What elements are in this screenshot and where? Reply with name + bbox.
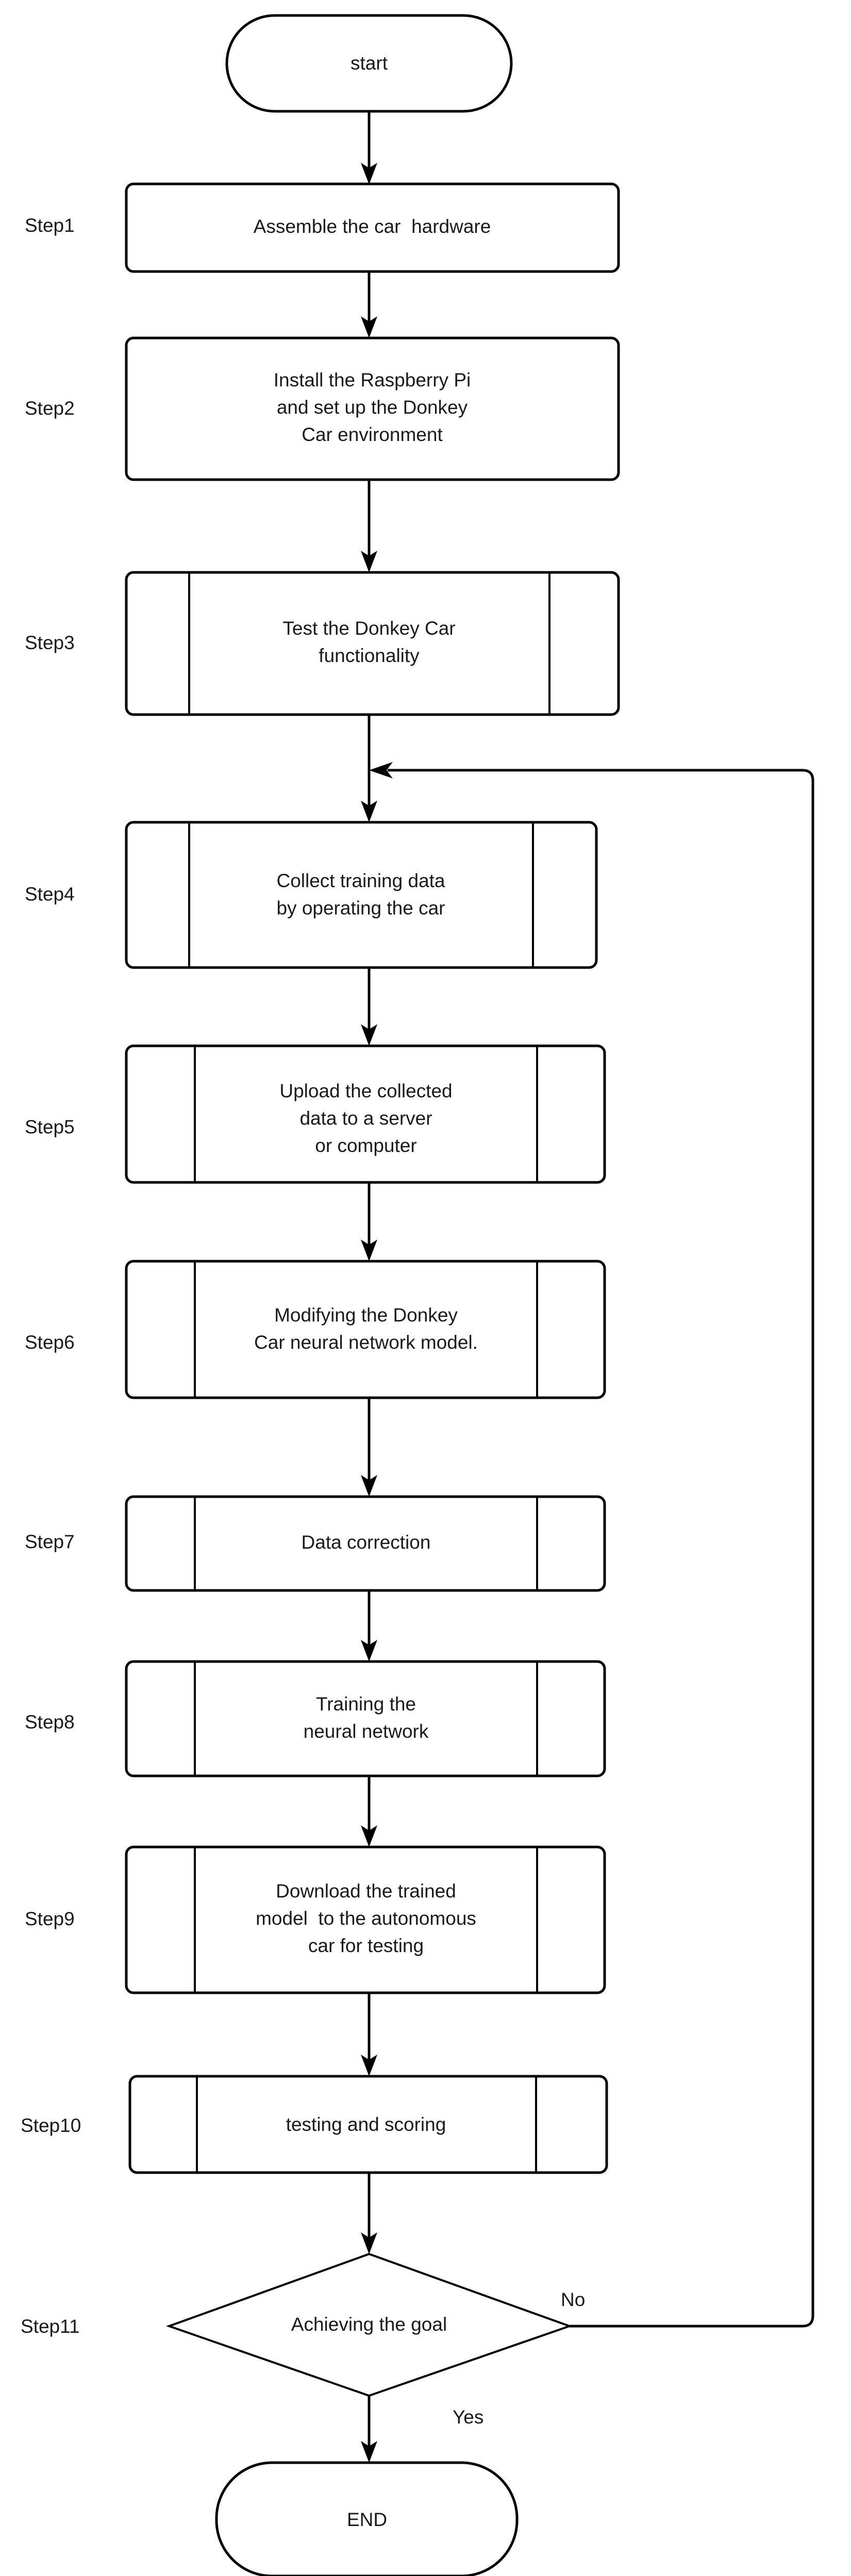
node-end[interactable]: END bbox=[215, 2461, 519, 2576]
node-step9[interactable]: Step9 Download the trained model to the … bbox=[25, 1845, 606, 1994]
node-step8[interactable]: Step8 Training the neural network bbox=[25, 1660, 606, 1777]
step-label-11: Step11 bbox=[21, 2316, 80, 2337]
connector-step8-to-step9 bbox=[361, 1776, 377, 1847]
node-step2-line-2: and set up the Donkey bbox=[277, 397, 468, 418]
node-step11[interactable]: Step11 Achieving the goal bbox=[21, 2252, 573, 2397]
node-step7-line-1: Data correction bbox=[302, 1532, 431, 1553]
node-step2[interactable]: Step2 Install the Raspberry Pi and set u… bbox=[25, 336, 620, 481]
step-label-8: Step8 bbox=[25, 1711, 75, 1733]
connector-step4-to-step5 bbox=[361, 968, 377, 1046]
node-step6-line-2: Car neural network model. bbox=[254, 1332, 478, 1353]
node-step4[interactable]: Step4 Collect training data by operating… bbox=[25, 821, 598, 969]
connector-step11-no-loopback bbox=[369, 762, 814, 2328]
node-step8-line-1: Training the bbox=[316, 1693, 416, 1715]
node-step4-line-1: Collect training data bbox=[276, 870, 445, 891]
node-step10-line-1: testing and scoring bbox=[286, 2114, 446, 2135]
node-step9-line-3: car for testing bbox=[308, 1935, 424, 1956]
node-step2-line-3: Car environment bbox=[302, 424, 443, 445]
connector-step11-yes-to-end bbox=[361, 2396, 377, 2463]
node-start[interactable]: start bbox=[225, 14, 513, 113]
node-step6[interactable]: Step6 Modifying the Donkey Car neural ne… bbox=[25, 1260, 606, 1399]
node-step1-line-1: Assemble the car hardware bbox=[254, 216, 491, 237]
connector-step1-to-step2 bbox=[361, 272, 377, 338]
node-step9-line-2: model to the autonomous bbox=[256, 1908, 476, 1929]
step-label-6: Step6 bbox=[25, 1332, 75, 1353]
node-step5-line-3: or computer bbox=[315, 1135, 416, 1156]
connector-step9-to-step10 bbox=[361, 1993, 377, 2076]
step-label-1: Step1 bbox=[25, 215, 75, 236]
node-step3[interactable]: Step3 Test the Donkey Car functionality bbox=[25, 571, 620, 716]
connector-step10-to-step11 bbox=[361, 2173, 377, 2254]
connector-step3-to-step4 bbox=[361, 715, 377, 822]
connector-step7-to-step8 bbox=[361, 1590, 377, 1662]
step-label-10: Step10 bbox=[21, 2115, 81, 2136]
node-end-label: END bbox=[347, 2509, 387, 2530]
node-step8-line-2: neural network bbox=[304, 1721, 429, 1742]
decision-diamond bbox=[166, 2252, 573, 2397]
step-label-7: Step7 bbox=[25, 1531, 75, 1552]
connector-step2-to-step3 bbox=[361, 480, 377, 572]
connector-step5-to-step6 bbox=[361, 1182, 377, 1261]
node-step2-line-1: Install the Raspberry Pi bbox=[274, 369, 471, 391]
node-step7[interactable]: Step7 Data correction bbox=[25, 1495, 606, 1592]
step-label-5: Step5 bbox=[25, 1116, 75, 1138]
branch-label-no: No bbox=[561, 2289, 585, 2310]
node-step5-line-2: data to a server bbox=[299, 1108, 432, 1129]
connector-start-to-step1 bbox=[361, 111, 377, 184]
node-step1[interactable]: Step1 Assemble the car hardware bbox=[25, 182, 620, 273]
step-label-3: Step3 bbox=[25, 632, 75, 653]
connector-step6-to-step7 bbox=[361, 1398, 377, 1497]
node-start-label: start bbox=[351, 53, 388, 74]
step-label-4: Step4 bbox=[25, 884, 75, 905]
node-step3-line-1: Test the Donkey Car bbox=[282, 618, 455, 639]
step-label-9: Step9 bbox=[25, 1908, 75, 1929]
node-step6-line-1: Modifying the Donkey bbox=[274, 1304, 458, 1326]
step-label-2: Step2 bbox=[25, 398, 75, 419]
node-step11-line-1: Achieving the goal bbox=[291, 2314, 447, 2335]
node-step4-line-2: by operating the car bbox=[276, 897, 445, 919]
branch-label-yes: Yes bbox=[453, 2406, 483, 2428]
node-step5[interactable]: Step5 Upload the collected data to a ser… bbox=[25, 1044, 606, 1184]
node-step5-line-1: Upload the collected bbox=[279, 1080, 452, 1101]
node-step10[interactable]: Step10 testing and scoring bbox=[21, 2075, 608, 2174]
node-step3-line-2: functionality bbox=[319, 645, 420, 666]
node-step9-line-1: Download the trained bbox=[276, 1880, 456, 1902]
